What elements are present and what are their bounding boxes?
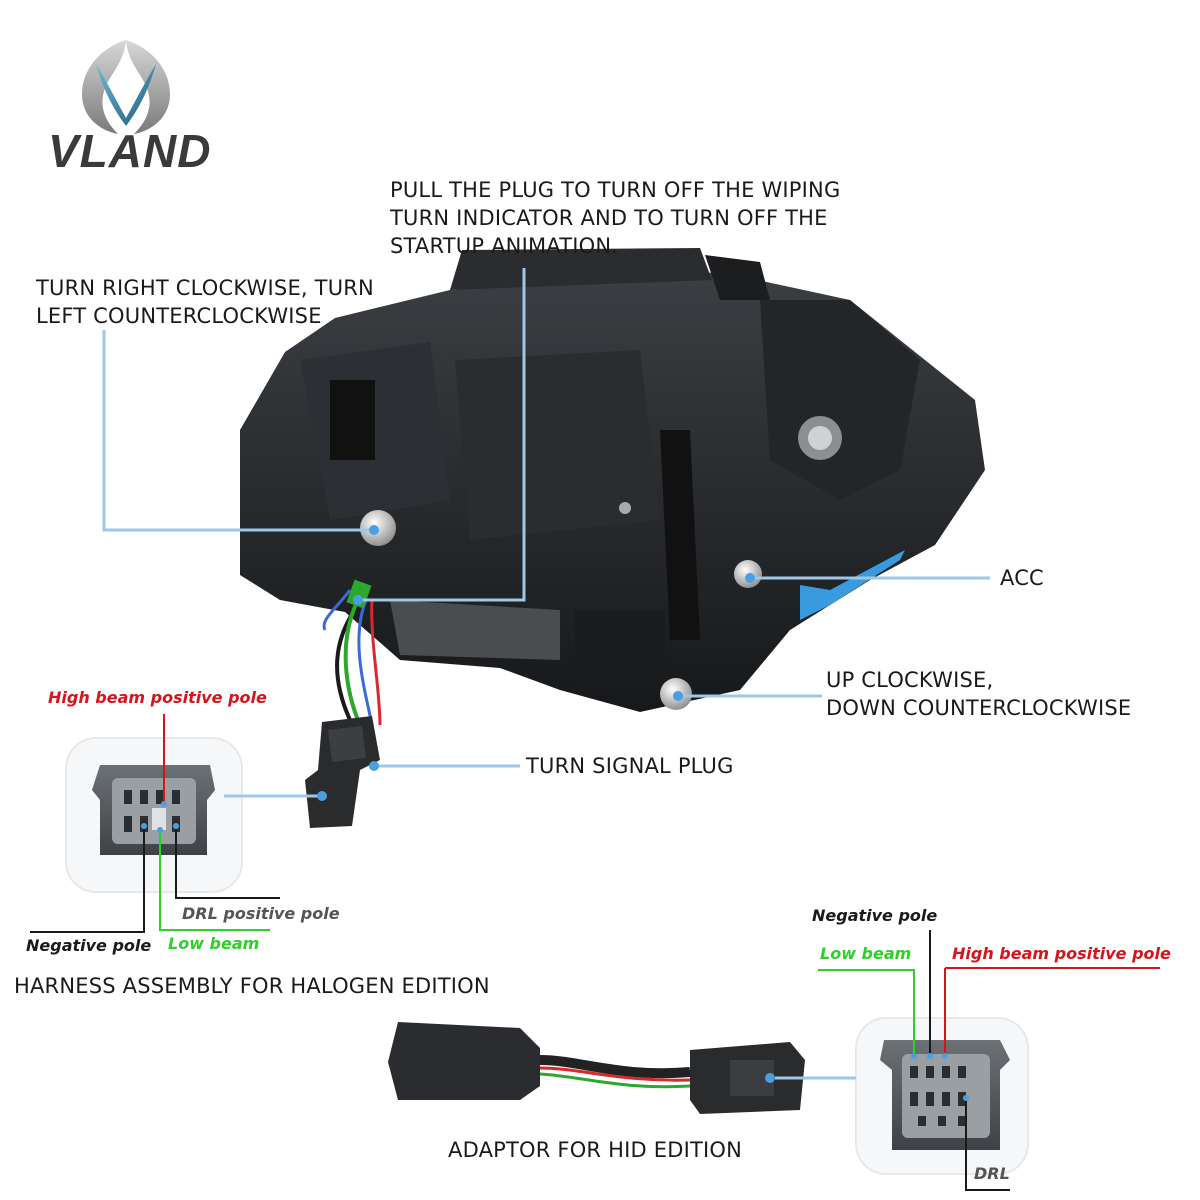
hid-adaptor-harness (388, 1022, 805, 1114)
callout-dot-acc (745, 573, 755, 583)
halogen-caption: HARNESS ASSEMBLY FOR HALOGEN EDITION (14, 974, 490, 998)
pin-dot-hid-drl (963, 1095, 969, 1101)
turn-signal-plug (305, 716, 380, 828)
callout-dot-halogen (317, 791, 327, 801)
callout-turn-signal-plug: TURN SIGNAL PLUG (526, 754, 734, 778)
callout-dot-turn-signal (369, 761, 379, 771)
pin-dot-hid-low (911, 1053, 917, 1059)
leader-hid-drl (965, 1098, 1010, 1191)
hid-caption: ADAPTOR FOR HID EDITION (448, 1138, 743, 1162)
halogen-drl-label: DRL positive pole (182, 904, 340, 923)
leader-turn-adjust (102, 330, 370, 532)
halogen-connector-panel (65, 737, 243, 893)
hid-negative-label: Negative pole (812, 906, 938, 925)
leader-halogen-negative (30, 826, 145, 933)
brand-logo-icon (82, 40, 170, 134)
leader-lines (102, 268, 990, 1080)
callout-up-down: UP CLOCKWISE, DOWN COUNTERCLOCKWISE (826, 668, 1132, 720)
brand-name: VLAND (48, 125, 212, 177)
halogen-high-beam-label: High beam positive pole (48, 688, 267, 707)
leader-hid-low-beam (818, 969, 915, 1056)
hid-drl-label: DRL (974, 1164, 1010, 1183)
callout-dot-up-down (673, 691, 683, 701)
callout-dot-turn-adjust (369, 525, 379, 535)
halogen-low-beam-label: Low beam (168, 934, 260, 953)
pin-dot-hid-high (942, 1053, 948, 1059)
pin-dot-halogen-negative (141, 823, 147, 829)
hid-low-beam-label: Low beam (820, 944, 912, 963)
callout-plug-note: PULL THE PLUG TO TURN OFF THE WIPING TUR… (390, 178, 841, 258)
hid-connector-panel (855, 1017, 1029, 1175)
callout-dot-plug (353, 595, 363, 605)
pin-dot-halogen-high (161, 801, 167, 807)
pin-dot-hid-negative (927, 1053, 933, 1059)
leader-hid-high-beam (944, 967, 1160, 1056)
callout-turn-adjust: TURN RIGHT CLOCKWISE, TURN LEFT COUNTERC… (36, 276, 374, 328)
leader-plug-note (360, 268, 526, 602)
pin-dot-halogen-drl (173, 823, 179, 829)
callout-dot-hid (765, 1073, 775, 1083)
halogen-negative-label: Negative pole (26, 936, 152, 955)
callout-acc: ACC (1000, 566, 1044, 590)
pin-dot-halogen-low (157, 827, 163, 833)
leader-halogen-drl (175, 826, 280, 899)
headlight-housing (240, 248, 985, 712)
leader-halogen-low-beam (159, 830, 270, 931)
hid-high-beam-label: High beam positive pole (952, 944, 1171, 963)
